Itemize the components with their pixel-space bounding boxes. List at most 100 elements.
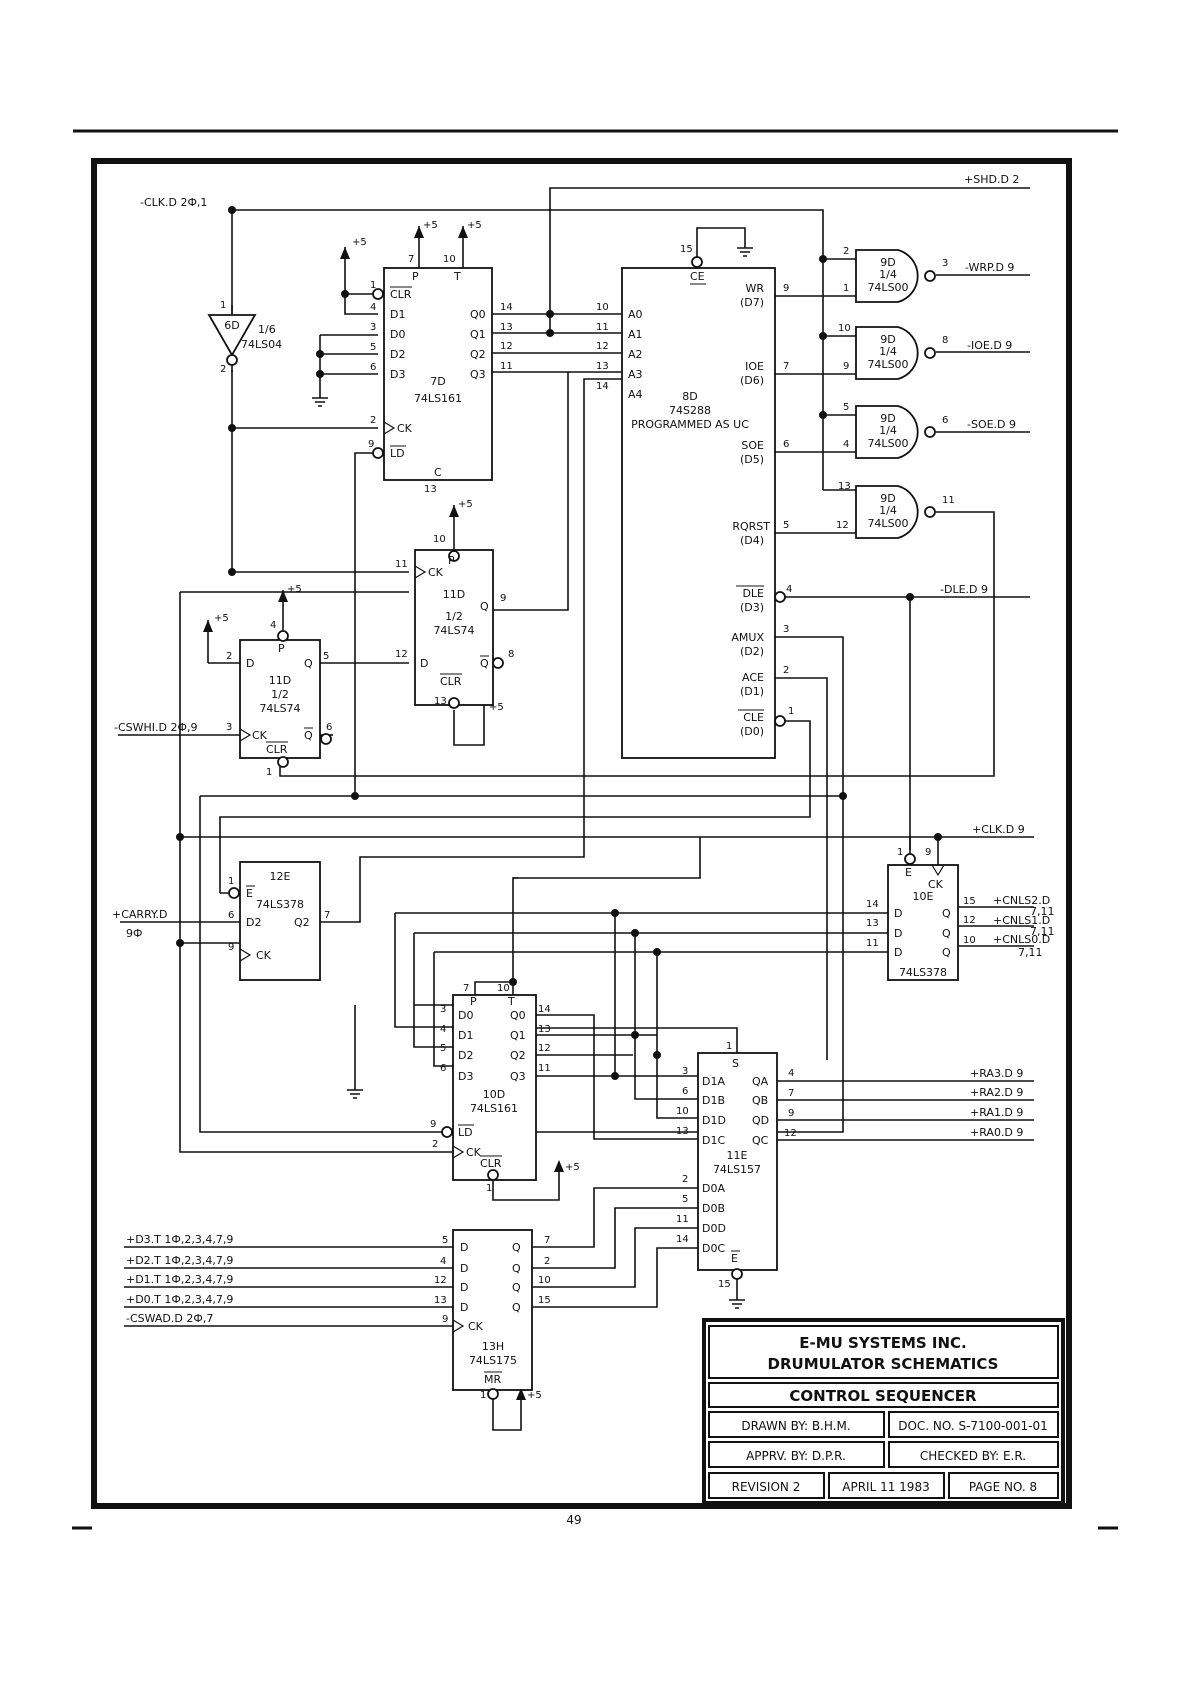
svg-text:CLR: CLR	[440, 675, 462, 688]
svg-text:1: 1	[726, 1041, 732, 1052]
svg-text:10: 10	[596, 302, 609, 313]
svg-text:1: 1	[266, 767, 272, 778]
svg-text:74LS175: 74LS175	[469, 1354, 517, 1367]
svg-text:IOE: IOE	[745, 360, 764, 373]
ground-icon	[312, 247, 753, 1309]
svg-text:Q: Q	[304, 657, 313, 670]
svg-text:10D: 10D	[483, 1088, 505, 1101]
svg-text:A2: A2	[628, 348, 643, 361]
svg-text:CK: CK	[428, 566, 444, 579]
title-block: E-MU SYSTEMS INC. DRUMULATOR SCHEMATICS …	[702, 1318, 1065, 1505]
chip-9d-gates: 9D 1/4 74LS00 21 3 9D 1/4 74LS00 109 8 9…	[836, 246, 955, 539]
svg-text:1: 1	[843, 283, 849, 294]
svg-text:5: 5	[323, 651, 329, 662]
svg-text:74LS378: 74LS378	[256, 898, 304, 911]
svg-text:A0: A0	[628, 308, 643, 321]
svg-text:Q: Q	[480, 600, 489, 613]
svg-text:Q3: Q3	[510, 1070, 526, 1083]
svg-text:11E: 11E	[727, 1149, 748, 1162]
svg-text:5: 5	[440, 1043, 446, 1054]
svg-text:DOC. NO. S-7100-001-01: DOC. NO. S-7100-001-01	[898, 1419, 1048, 1433]
svg-text:Q: Q	[942, 907, 951, 920]
svg-text:+5: +5	[527, 1390, 542, 1401]
svg-text:D3: D3	[458, 1070, 473, 1083]
svg-text:1: 1	[220, 300, 226, 311]
svg-text:+D3.T 1Ф,2,3,4,7,9: +D3.T 1Ф,2,3,4,7,9	[126, 1233, 233, 1246]
svg-text:12: 12	[500, 341, 513, 352]
svg-text:+RA2.D 9: +RA2.D 9	[970, 1086, 1023, 1099]
svg-text:5: 5	[843, 402, 849, 413]
svg-text:1/4: 1/4	[879, 504, 897, 517]
svg-text:74LS00: 74LS00	[867, 437, 908, 450]
svg-text:-CLK.D 2Ф,1: -CLK.D 2Ф,1	[140, 196, 207, 209]
svg-text:Q0: Q0	[510, 1009, 526, 1022]
svg-text:1/6: 1/6	[258, 323, 276, 336]
svg-text:6: 6	[370, 362, 376, 373]
svg-text:6: 6	[783, 439, 789, 450]
svg-text:AMUX: AMUX	[731, 631, 764, 644]
svg-text:74LS04: 74LS04	[241, 338, 282, 351]
svg-text:RQRST: RQRST	[732, 520, 770, 533]
svg-text:(D1): (D1)	[740, 685, 764, 698]
svg-text:+5: +5	[489, 702, 504, 713]
svg-text:Q3: Q3	[470, 368, 486, 381]
svg-text:12: 12	[596, 341, 609, 352]
svg-text:11D: 11D	[269, 674, 291, 687]
svg-text:+D2.T 1Ф,2,3,4,7,9: +D2.T 1Ф,2,3,4,7,9	[126, 1254, 233, 1267]
svg-text:CK: CK	[466, 1146, 482, 1159]
svg-text:7,11: 7,11	[1018, 946, 1043, 959]
svg-text:CLR: CLR	[390, 288, 412, 301]
svg-text:D1C: D1C	[702, 1134, 725, 1147]
svg-text:11: 11	[596, 322, 609, 333]
svg-text:CK: CK	[468, 1320, 484, 1333]
svg-text:1: 1	[897, 847, 903, 858]
svg-text:2: 2	[220, 364, 226, 375]
svg-text:Q: Q	[942, 946, 951, 959]
svg-text:3: 3	[370, 322, 376, 333]
svg-text:13: 13	[596, 361, 609, 372]
chip-12e: E D2 Q2 CK 12E 74LS378 16 97	[228, 861, 330, 981]
svg-text:14: 14	[676, 1234, 689, 1245]
svg-text:9D: 9D	[880, 492, 895, 505]
svg-text:D0: D0	[458, 1009, 473, 1022]
svg-text:3: 3	[783, 624, 789, 635]
svg-text:QB: QB	[752, 1094, 768, 1107]
svg-text:9: 9	[500, 593, 506, 604]
svg-text:CHECKED BY: E.R.: CHECKED BY: E.R.	[920, 1449, 1026, 1463]
svg-text:9: 9	[843, 361, 849, 372]
svg-text:14: 14	[500, 302, 513, 313]
svg-text:T: T	[453, 270, 461, 283]
svg-text:(D0): (D0)	[740, 725, 764, 738]
svg-text:SOE: SOE	[741, 439, 764, 452]
svg-text:+CNLS0.D: +CNLS0.D	[993, 933, 1050, 946]
svg-text:(D3): (D3)	[740, 601, 764, 614]
svg-text:CLE: CLE	[743, 711, 764, 724]
chip-8d: CE A0 A1 A2 A3 A4 WR (D7) IOE (D6) SOE (…	[596, 244, 794, 759]
svg-text:13: 13	[424, 484, 437, 495]
svg-text:1/4: 1/4	[879, 345, 897, 358]
svg-text:D: D	[894, 927, 902, 940]
svg-text:D1A: D1A	[702, 1075, 725, 1088]
svg-text:12E: 12E	[270, 870, 291, 883]
drawing-frame	[91, 158, 1072, 1509]
svg-text:P: P	[412, 270, 419, 283]
svg-text:6: 6	[440, 1063, 446, 1074]
chip-6d: 6D 1/6 74LS04 1 2	[207, 300, 282, 375]
svg-text:D: D	[460, 1241, 468, 1254]
svg-text:MR: MR	[484, 1373, 501, 1386]
svg-text:+D1.T 1Ф,2,3,4,7,9: +D1.T 1Ф,2,3,4,7,9	[126, 1273, 233, 1286]
svg-text:APRIL 11 1983: APRIL 11 1983	[842, 1480, 929, 1494]
svg-text:2: 2	[682, 1174, 688, 1185]
svg-text:(D4): (D4)	[740, 534, 764, 547]
svg-text:74LS00: 74LS00	[867, 358, 908, 371]
svg-text:11: 11	[538, 1063, 551, 1074]
svg-text:7: 7	[788, 1088, 794, 1099]
svg-text:15: 15	[963, 896, 976, 907]
svg-text:9D: 9D	[880, 333, 895, 346]
svg-text:1: 1	[228, 876, 234, 887]
svg-text:CE: CE	[690, 270, 705, 283]
svg-text:9: 9	[368, 439, 374, 450]
svg-text:CK: CK	[397, 422, 413, 435]
